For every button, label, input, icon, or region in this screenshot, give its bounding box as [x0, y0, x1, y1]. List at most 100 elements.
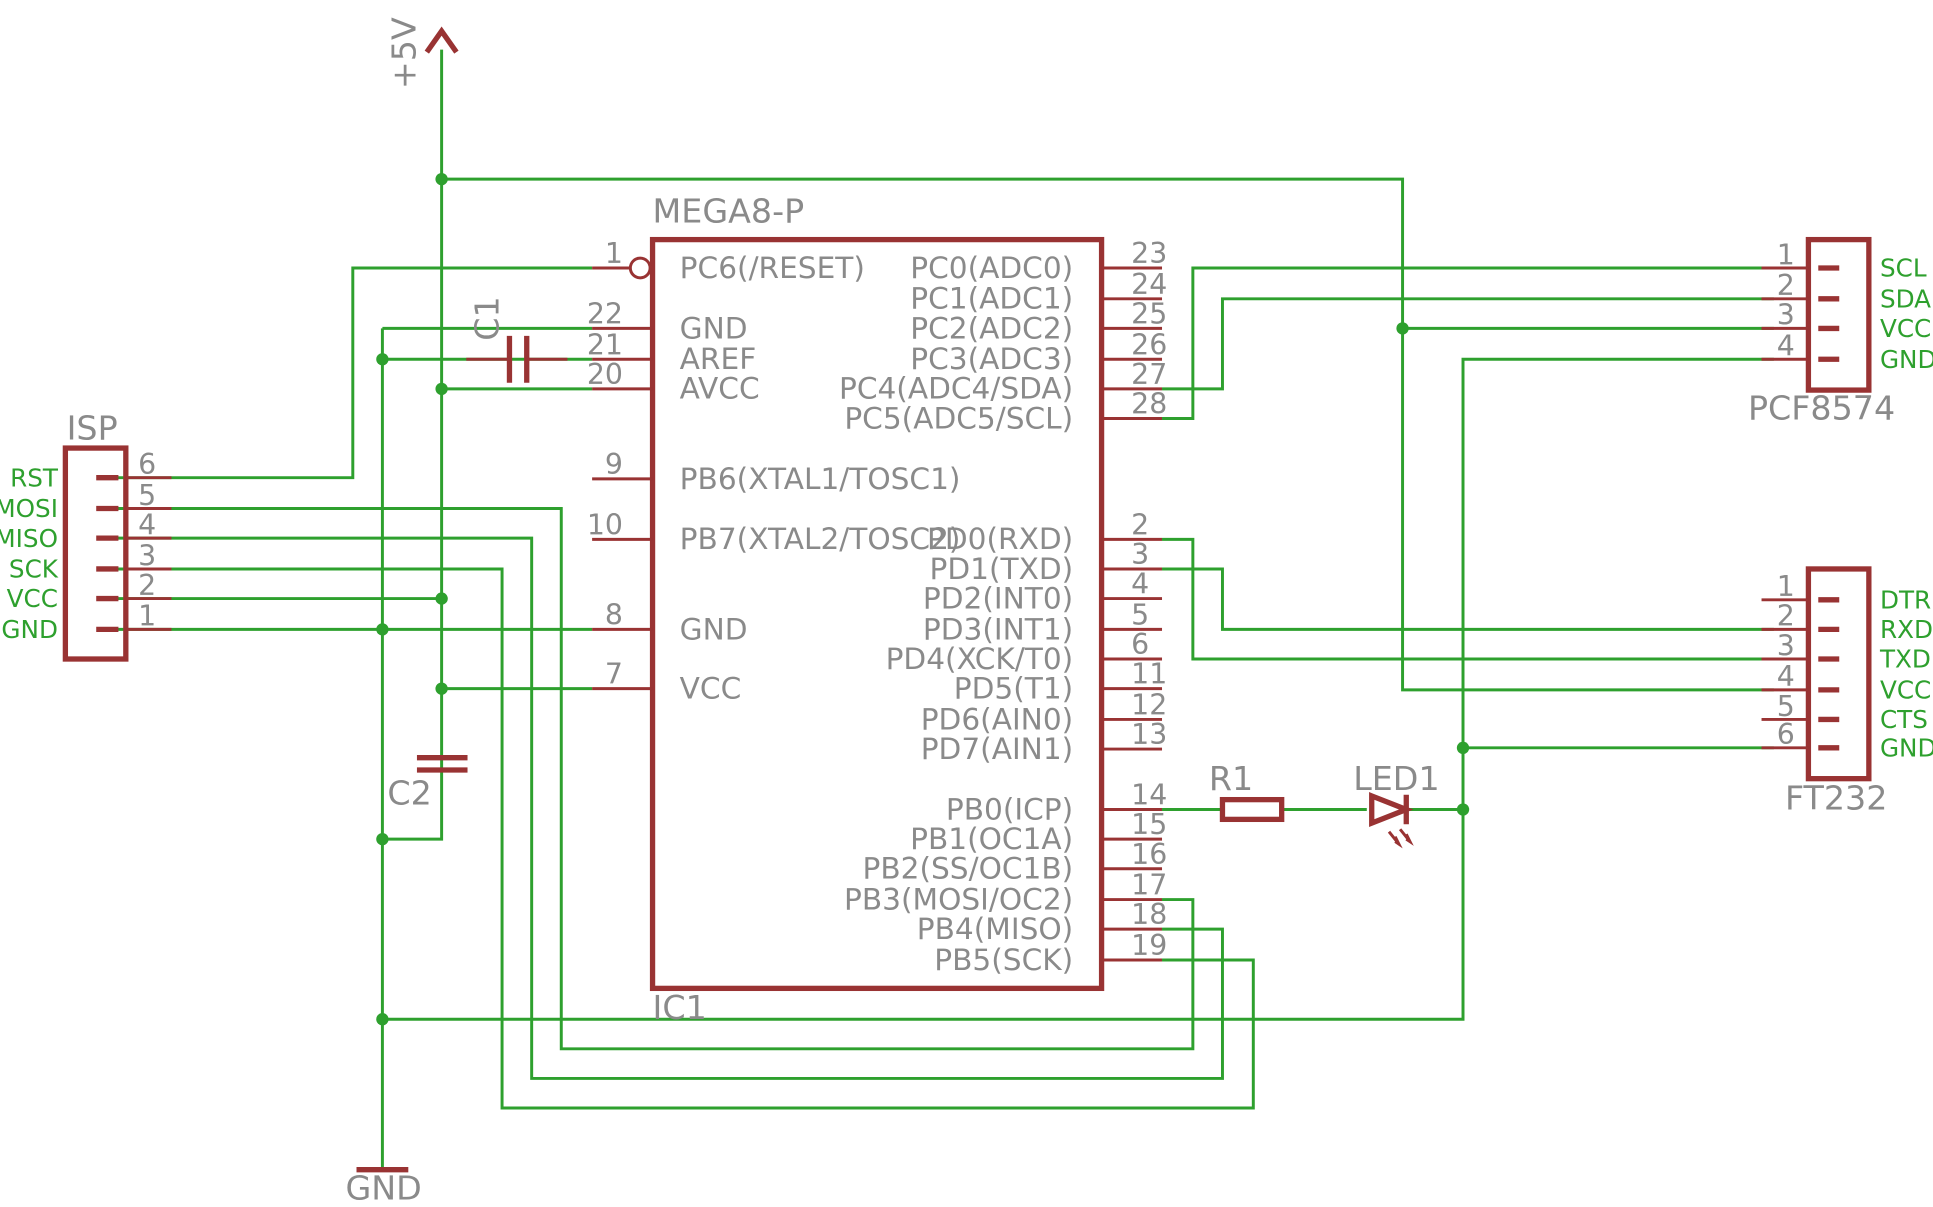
isp-pin-number: 2	[138, 569, 156, 602]
isp-pin-number: 3	[138, 539, 156, 572]
junction	[1456, 803, 1470, 816]
c2-plate-icon	[416, 755, 468, 773]
isp-pin-number: 4	[138, 508, 156, 541]
isp-signal-label: MOSI	[0, 494, 58, 523]
ic1-pin-number: 4	[1131, 568, 1149, 601]
ic1-pin-number: 25	[1131, 297, 1167, 330]
wire-5v-top	[441, 177, 1774, 692]
junction	[1396, 322, 1409, 335]
ground-label: GND	[345, 1168, 421, 1207]
ic1-pin-number: 3	[1131, 538, 1149, 571]
ic1-pin-name: PB7(XTAL2/TOSC2)	[680, 522, 961, 556]
ic1-pin-name: PC3(ADC3)	[910, 342, 1073, 376]
led-led1: LED1	[1353, 759, 1440, 849]
ic1-pin-name: AVCC	[680, 372, 760, 406]
ic1-pin-number: 6	[1131, 628, 1149, 661]
wire-gnd-bottom	[382, 357, 1774, 1021]
led-light-arrows-icon	[1387, 828, 1414, 849]
ic1-pin-name: PD6(AIN0)	[921, 702, 1074, 736]
junction	[376, 353, 389, 366]
ft232-signal-label: TXD	[1879, 645, 1931, 674]
capacitor-c1: C1	[466, 296, 568, 383]
capacitor-c2: C2	[387, 755, 468, 813]
ic1-right-pins: 23PC0(ADC0)24PC1(ADC1)25PC2(ADC2)26PC3(A…	[839, 237, 1167, 977]
junction	[376, 623, 389, 636]
junction	[1456, 741, 1470, 754]
isp-pin-number: 1	[138, 600, 156, 633]
isp-pin-number: 5	[138, 479, 156, 512]
wire-mosi	[111, 507, 1195, 1051]
ic1-pin-number: 17	[1131, 869, 1167, 902]
wire-rxd	[1162, 537, 1774, 661]
isp-signal-label: VCC	[7, 584, 58, 613]
ft232-pin-number: 3	[1777, 629, 1795, 662]
ic1-pin-name: GND	[680, 612, 748, 646]
pcf8574-pin-number: 3	[1777, 299, 1795, 332]
junction	[435, 382, 448, 396]
ft232-pin-number: 5	[1777, 690, 1795, 723]
pcf8574-signal-label: VCC	[1880, 314, 1931, 343]
ic1-pin-name: PD4(XCK/T0)	[886, 642, 1074, 676]
ic1-pin-name: PD1(TXD)	[930, 552, 1074, 586]
supply-label: +5V	[385, 17, 424, 89]
ic1-pin-name: PB3(MOSI/OC2)	[844, 882, 1073, 916]
ic1-pin-name: GND	[680, 311, 748, 345]
ic1-pin-number: 27	[1131, 358, 1167, 391]
ic1-pin-name: PD2(INT0)	[923, 581, 1073, 615]
ic1-pin-name: PB1(OC1A)	[910, 822, 1073, 856]
ic1-pin-name: PB6(XTAL1/TOSC1)	[680, 462, 961, 496]
ic1-pin-number: 24	[1131, 268, 1167, 301]
junction	[376, 832, 389, 846]
ic1-pin-name: PD3(INT1)	[923, 612, 1073, 646]
ic1-part-label: MEGA8-P	[653, 191, 805, 230]
ic1-pin-number: 12	[1131, 689, 1167, 722]
wire-rst	[111, 266, 593, 480]
isp-signal-label: MISO	[0, 524, 58, 553]
ic1-pin-name: PC5(ADC5/SCL)	[844, 401, 1073, 435]
isp-signal-label: SCK	[9, 555, 59, 584]
led1-label: LED1	[1353, 759, 1439, 798]
junctions	[376, 172, 1470, 1026]
ic1-pin-number: 20	[587, 358, 623, 391]
wire-txd	[1162, 567, 1774, 631]
ic1-pin-number: 23	[1131, 237, 1167, 270]
ic1-pin-number: 21	[587, 328, 623, 361]
ft232-signal-label: CTS	[1880, 705, 1928, 734]
ic1-pin-number: 5	[1131, 598, 1149, 631]
ic1-pin-number: 8	[605, 598, 623, 631]
ft232-pin-number: 6	[1777, 718, 1795, 751]
ic1-pin-number: 22	[587, 297, 623, 330]
ic1-pin-number: 19	[1131, 929, 1167, 962]
ic1-pin-name: PC6(/RESET)	[680, 251, 865, 285]
ic1-pin-name: PB0(ICP)	[946, 792, 1073, 826]
ft232-signal-label: GND	[1880, 733, 1933, 762]
ic1-body	[649, 236, 1105, 992]
isp-body	[62, 445, 129, 662]
ft232-signal-label: DTR	[1880, 585, 1931, 614]
ic1-pin-number: 14	[1131, 779, 1167, 812]
ft232-pin-number: 1	[1777, 570, 1795, 603]
ft232-signal-label: RXD	[1880, 615, 1933, 644]
wire-sda	[1162, 297, 1774, 391]
c1-plate-icon	[506, 335, 530, 383]
ic1-pin-name: PD7(AIN1)	[921, 732, 1074, 766]
ic1-pin-number: 15	[1131, 808, 1167, 841]
ic1-ref-label: IC1	[653, 988, 707, 1027]
ft232-body	[1805, 566, 1872, 782]
ic1-pin-name: PB2(SS/OC1B)	[863, 852, 1074, 886]
pcf8574-body	[1805, 236, 1872, 393]
ic1-pin-number: 11	[1131, 658, 1167, 691]
ic1-pin-name: PD5(T1)	[954, 671, 1073, 705]
ic1-pin-number: 1	[605, 237, 623, 270]
ic1-pin-name: VCC	[680, 671, 742, 705]
ic1-pin-name: PC1(ADC1)	[910, 282, 1073, 316]
ic1-pin-number: 9	[605, 448, 623, 481]
junction	[376, 1013, 389, 1026]
ground-symbol: GND	[345, 1167, 422, 1207]
